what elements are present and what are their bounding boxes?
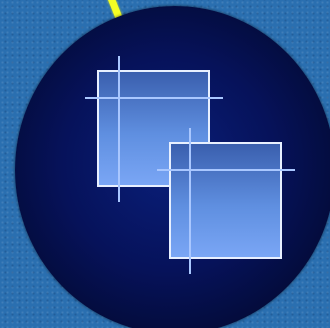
back-square-vertical-guide (118, 56, 120, 202)
front-square-horizontal-guide (157, 169, 295, 171)
front-square-vertical-guide (189, 128, 191, 274)
back-square-horizontal-guide (85, 97, 223, 99)
front-square-icon (169, 142, 282, 259)
